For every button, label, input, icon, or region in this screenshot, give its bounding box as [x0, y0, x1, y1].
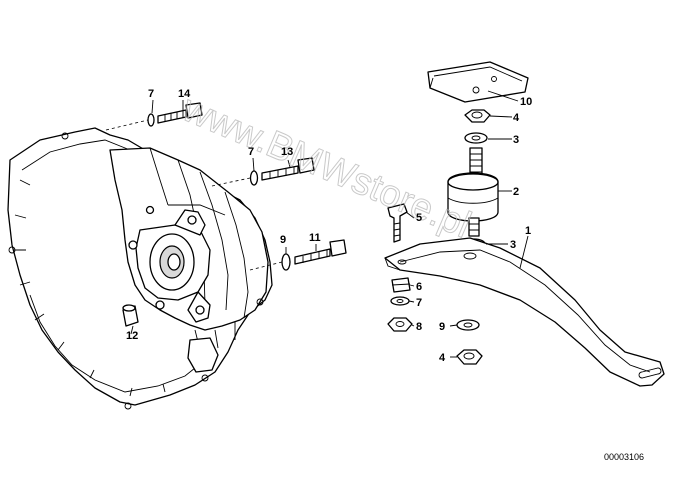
callout-13: 13: [281, 146, 293, 158]
callout-3: 3: [513, 134, 519, 146]
callout-9: 9: [280, 234, 286, 246]
bolt-11: [249, 239, 347, 271]
callout-5: 5: [416, 212, 422, 224]
callout-7: 7: [416, 297, 422, 309]
callout-1: 1: [525, 225, 531, 237]
callout-2: 2: [513, 186, 519, 198]
leader-lines: [130, 90, 529, 358]
callout-12: 12: [126, 330, 138, 342]
cover-plate-10: [427, 61, 529, 103]
callout-14: 14: [178, 88, 191, 100]
callout-7: 7: [248, 146, 254, 158]
callout-4: 4: [439, 352, 446, 364]
catalog-number: 00003106: [604, 452, 644, 462]
bolt-5: [387, 203, 408, 243]
callout-8: 8: [416, 321, 422, 333]
washer-3-top: [464, 132, 488, 144]
washer-9-right: [456, 319, 480, 331]
transmission-housing: [7, 127, 273, 410]
sleeve-12: [122, 304, 139, 327]
nut-8: [387, 317, 413, 332]
bolt-13: [211, 157, 315, 187]
clip-6: [391, 277, 411, 293]
callout-10: 10: [520, 96, 532, 108]
callout-labels: 14 7 7 13 9 11 12 10 4 3 2 5 3 1 6 7 8 9…: [126, 88, 532, 364]
callout-7: 7: [148, 88, 154, 100]
callout-3: 3: [510, 239, 516, 251]
bracket-1: [384, 237, 665, 387]
nut-4-top: [464, 109, 491, 123]
bolt-14: [105, 102, 203, 131]
callout-6: 6: [416, 281, 422, 293]
washer-7-right: [390, 296, 410, 306]
rubber-mount-2: [447, 147, 499, 237]
callout-9: 9: [439, 321, 445, 333]
callout-4: 4: [513, 112, 520, 124]
nut-4-bottom: [456, 349, 483, 365]
callout-11: 11: [309, 232, 321, 244]
